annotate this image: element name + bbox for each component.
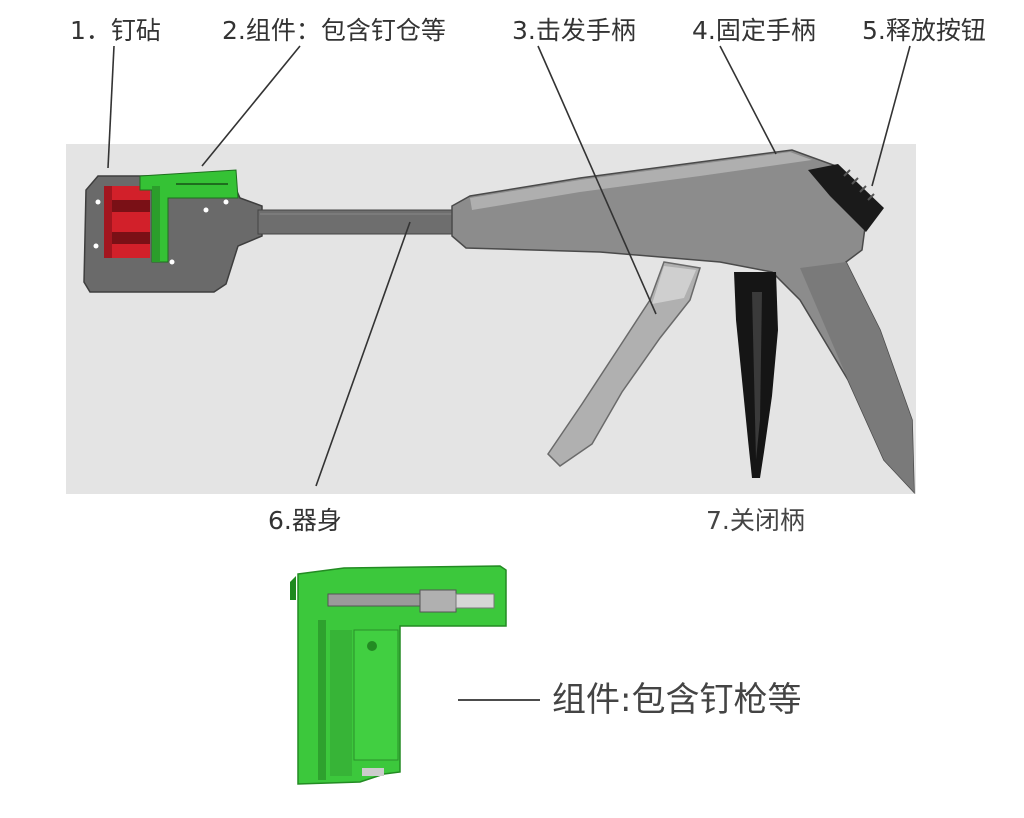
- assembly-part: [139, 169, 239, 263]
- assembly-detail-view: [290, 565, 507, 785]
- label-firing-handle: 3.击发手柄: [512, 16, 636, 45]
- anvil-part: [104, 186, 150, 258]
- label-fixed-handle: 4.固定手柄: [692, 16, 816, 45]
- leader-lines: [107, 45, 911, 487]
- label-assembly: 2.组件：包含钉仓等: [222, 16, 446, 45]
- label-body: 6.器身: [268, 506, 342, 535]
- detail-caption: 组件:包含钉枪等: [552, 680, 802, 720]
- stapler-head: [83, 169, 263, 293]
- label-closing-handle: 7.关闭柄: [706, 506, 805, 535]
- release-button: [808, 164, 884, 232]
- firing-handle: [547, 261, 701, 467]
- label-release-button: 5.释放按钮: [862, 16, 986, 45]
- label-anvil: 1．钉砧: [70, 16, 161, 45]
